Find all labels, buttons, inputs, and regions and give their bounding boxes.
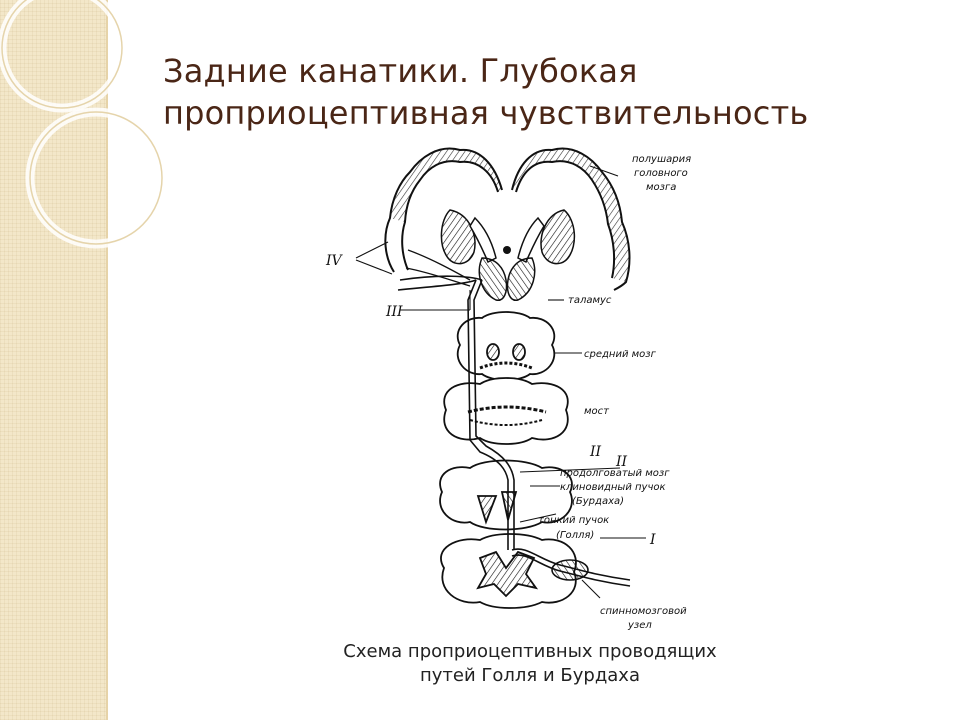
label-hemispheres-1: полушария: [632, 154, 691, 165]
caption-line-2: путей Голля и Бурдаха: [420, 665, 640, 686]
label-burdach-1: клиновидный пучок: [560, 482, 666, 493]
roman-numeral-iv: IV: [325, 253, 344, 269]
label-hemispheres-2: головного: [634, 168, 688, 179]
decorative-rings: [0, 0, 167, 249]
midbrain: [456, 311, 556, 381]
dorsal-root-fibers: [511, 548, 631, 587]
internal-capsule-fibers: [405, 249, 471, 287]
label-medulla: продолговатый мозг: [560, 468, 670, 479]
label-hemispheres-3: мозга: [646, 182, 676, 193]
label-ganglion-2: узел: [627, 620, 652, 631]
roman-numeral-iii: III: [385, 304, 403, 320]
thalamus: [478, 257, 536, 301]
title-line-1: Задние канатики. Глубокая: [163, 52, 638, 90]
label-burdach-2: (Бурдаха): [572, 496, 624, 507]
roman-numeral-ii-b: II: [615, 454, 628, 470]
label-ganglion-1: спинномозговой: [600, 606, 687, 617]
label-thalamus: таламус: [568, 295, 612, 306]
side-strip-edge: [106, 0, 108, 720]
third-ventricle-star: [503, 246, 511, 254]
roman-numeral-i: I: [649, 532, 656, 548]
decorative-side-strip: [0, 0, 106, 720]
pons: [443, 377, 569, 445]
hemisphere-cortex-hatching: [390, 148, 630, 282]
label-goll-2: (Голля): [556, 530, 594, 541]
proprioceptive-pathway-diagram: полушария головного мозга таламус средни…: [325, 147, 691, 631]
roman-numeral-ii-a: II: [589, 444, 602, 460]
pointer-lines: [355, 165, 646, 599]
label-midbrain: средний мозг: [584, 349, 657, 360]
slide-title: Задние канатики. Глубокая проприоцептивн…: [163, 50, 943, 134]
title-line-2: проприоцептивная чувствительность: [163, 94, 809, 132]
basal-ganglia: [440, 209, 576, 265]
caption-line-1: Схема проприоцептивных проводящих: [343, 641, 717, 662]
label-pons: мост: [584, 406, 610, 417]
label-goll-1: тонкий пучок: [538, 515, 609, 526]
medulla-oblongata: [439, 459, 573, 531]
ascending-pathway: [397, 275, 515, 550]
diagram-caption: Схема проприоцептивных проводящих путей …: [280, 640, 780, 688]
